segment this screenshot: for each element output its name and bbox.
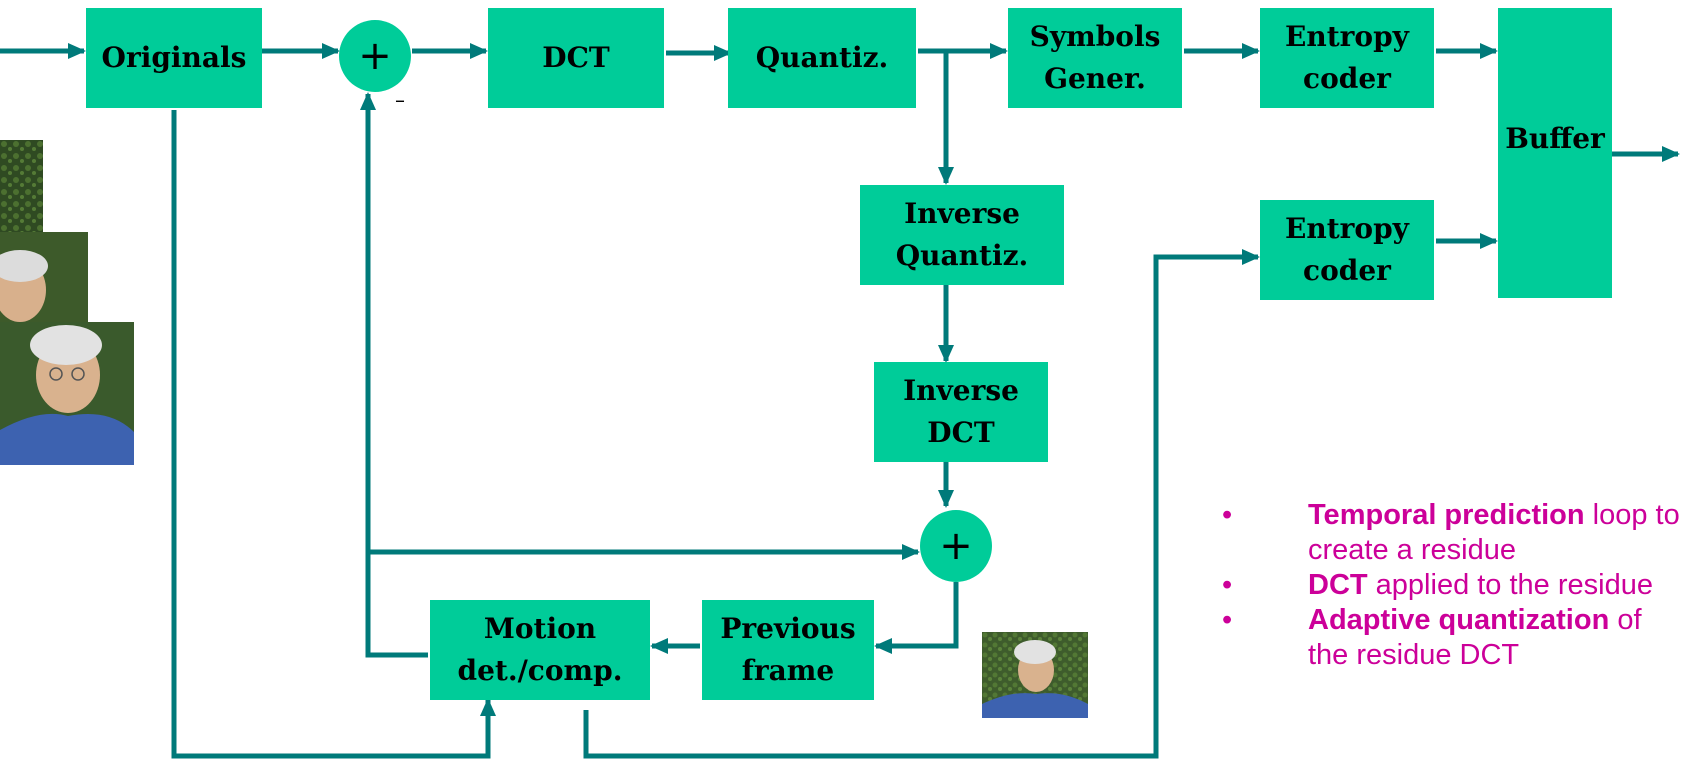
- adder-plus-sign: +: [358, 33, 392, 79]
- originals-block: Originals: [86, 8, 262, 108]
- subtract-adder: +: [339, 20, 411, 92]
- arrow-originals-motion: [171, 110, 496, 759]
- originals-label: Originals: [101, 41, 247, 74]
- entropy2-label-1: Entropy: [1285, 212, 1409, 245]
- minus-sign: –: [395, 88, 405, 112]
- bullet-dot: •: [1222, 604, 1233, 636]
- reconstruction-adder: +: [920, 510, 992, 582]
- bottom-adder-plus-sign: +: [939, 523, 973, 569]
- bullet-item: • Temporal prediction loop to create a r…: [1222, 498, 1683, 568]
- entropy2-label-2: coder: [1303, 254, 1391, 287]
- bullet-bold-text: DCT: [1308, 569, 1368, 601]
- entropy-coder-block-2: Entropy coder: [1260, 200, 1434, 300]
- bullet-dot: •: [1222, 499, 1233, 531]
- previous-frame-block: Previous frame: [702, 600, 874, 700]
- motion-label-2: det./comp.: [457, 654, 623, 687]
- inverse-quantiz-block: Inverse Quantiz.: [860, 185, 1064, 285]
- buffer-block: Buffer: [1498, 8, 1612, 298]
- arrow-motion-entropy2: [583, 249, 1260, 759]
- bullet-item: • Adaptive quantization of the residue D…: [1222, 603, 1683, 673]
- entropy-coder-block-1: Entropy coder: [1260, 8, 1434, 108]
- bullet-bold-text: Temporal prediction: [1308, 499, 1585, 531]
- bullet-dot: •: [1222, 569, 1233, 601]
- previous-frame-photo: [982, 632, 1088, 718]
- gener-label: Gener.: [1044, 62, 1146, 95]
- symbols-label: Symbols: [1029, 20, 1161, 53]
- inv-dct-label-2: DCT: [927, 416, 995, 449]
- inv-quant-label-1: Inverse: [904, 197, 1020, 230]
- symbols-gener-block: Symbols Gener.: [1008, 8, 1182, 108]
- entropy1-label-2: coder: [1303, 62, 1391, 95]
- inverse-dct-block: Inverse DCT: [874, 362, 1048, 462]
- motion-block: Motion det./comp.: [430, 600, 650, 700]
- inv-quant-label-2: Quantiz.: [895, 239, 1029, 272]
- bullet-list: • Temporal prediction loop to create a r…: [1222, 498, 1683, 673]
- inv-dct-label-1: Inverse: [903, 374, 1019, 407]
- motion-label-1: Motion: [483, 612, 597, 645]
- bullet-text: applied to the residue: [1367, 569, 1653, 601]
- bullet-text: of the residue DCT: [1308, 604, 1642, 671]
- arrow-motion-adder: [360, 92, 428, 658]
- bullet-text: loop to create a residue: [1308, 499, 1680, 566]
- entropy1-label-1: Entropy: [1285, 20, 1409, 53]
- bullet-item: • DCT applied to the residue: [1222, 568, 1683, 603]
- bullet-bold-text: Adaptive quantization: [1308, 604, 1610, 636]
- arrow-adder-prevframe: [874, 582, 959, 654]
- dct-block: DCT: [488, 8, 664, 108]
- buffer-label: Buffer: [1505, 122, 1605, 155]
- prev-frame-label-1: Previous: [720, 612, 856, 645]
- prev-frame-label-2: frame: [741, 654, 835, 687]
- input-frames-photo-stack: [0, 140, 134, 465]
- quantiz-block: Quantiz.: [728, 8, 916, 108]
- quantiz-label: Quantiz.: [755, 41, 889, 74]
- dct-label: DCT: [542, 41, 610, 74]
